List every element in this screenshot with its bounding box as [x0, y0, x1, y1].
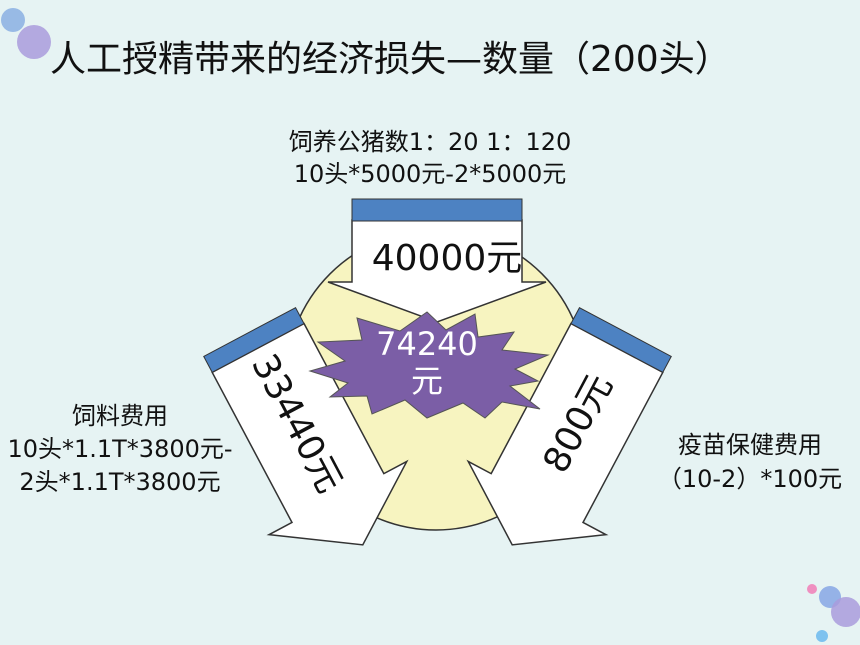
top-arrow: 40000元 — [327, 198, 547, 323]
decorative-bubbles-bottom-right — [807, 584, 860, 642]
slide-title: 人工授精带来的经济损失—数量（200头） — [50, 39, 731, 80]
left-caption: 饲料费用 10头*1.1T*3800元- 2头*1.1T*3800元 — [0, 400, 255, 499]
center-unit: 元 — [411, 362, 443, 400]
right-arrow: 800元 — [466, 306, 672, 546]
decorative-bubbles-top-left — [1, 8, 51, 59]
right-caption-line2: （10-2）*100元 — [657, 465, 843, 493]
center-value: 74240 — [376, 325, 478, 363]
center-burst: 74240 元 — [308, 311, 550, 419]
top-caption-line1: 饲养公猪数1：20 1：120 — [288, 128, 572, 156]
left-caption-line2: 10头*1.1T*3800元- — [7, 435, 233, 463]
top-arrow-cap — [351, 198, 523, 222]
top-caption-line2: 10头*5000元-2*5000元 — [293, 160, 567, 188]
right-caption: 疫苗保健费用 （10-2）*100元 — [640, 428, 860, 496]
right-caption-line1: 疫苗保健费用 — [678, 431, 822, 459]
left-caption-line1: 饲料费用 — [72, 402, 168, 430]
left-arrow: 33440元 — [203, 306, 409, 546]
top-caption: 饲养公猪数1：20 1：120 10头*5000元-2*5000元 — [230, 126, 630, 190]
left-caption-line3: 2头*1.1T*3800元 — [19, 468, 221, 496]
right-arrow-cap — [570, 306, 672, 374]
left-arrow-cap — [203, 306, 305, 374]
top-arrow-value: 40000元 — [372, 238, 523, 279]
